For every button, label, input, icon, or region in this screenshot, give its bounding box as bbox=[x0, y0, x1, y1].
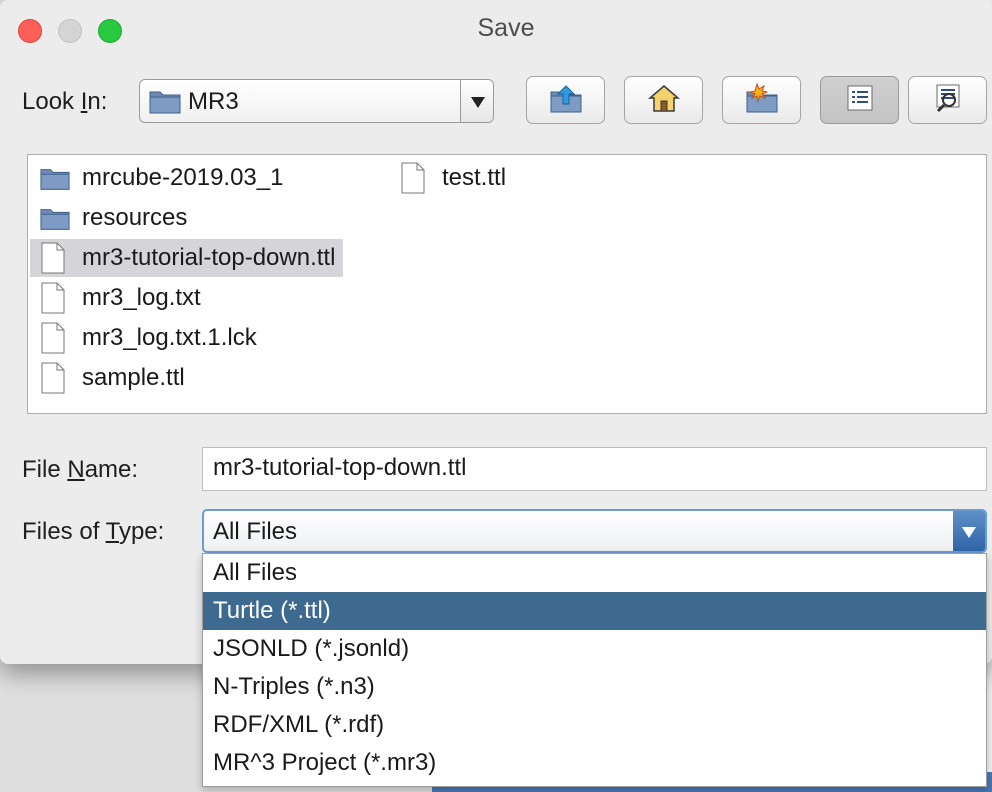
list-item[interactable]: mr3_log.txt bbox=[30, 279, 209, 317]
save-dialog: Save Look In: MR3 bbox=[0, 0, 992, 664]
folder-icon bbox=[40, 203, 70, 233]
new-folder-button[interactable] bbox=[722, 76, 801, 124]
details-view-button[interactable] bbox=[908, 76, 987, 124]
up-one-level-button[interactable] bbox=[526, 76, 605, 124]
files-of-type-dropdown-button[interactable] bbox=[953, 511, 985, 551]
file-type-option[interactable]: Turtle (*.ttl) bbox=[203, 592, 986, 630]
list-item[interactable]: test.ttl bbox=[390, 159, 514, 197]
home-button[interactable] bbox=[624, 76, 703, 124]
file-icon bbox=[40, 362, 70, 394]
files-of-type-combobox[interactable]: All Files bbox=[202, 509, 987, 553]
file-icon bbox=[40, 282, 70, 314]
look-in-combobox[interactable]: MR3 bbox=[139, 79, 494, 123]
details-icon bbox=[933, 83, 963, 118]
file-name: mr3_log.txt.1.lck bbox=[82, 324, 257, 351]
look-in-label: Look In: bbox=[22, 88, 108, 115]
zoom-window-button[interactable] bbox=[98, 19, 122, 43]
chevron-down-icon bbox=[471, 97, 485, 108]
folder-icon bbox=[40, 163, 70, 193]
files-of-type-value: All Files bbox=[213, 518, 298, 545]
list-view-button[interactable] bbox=[820, 76, 899, 124]
folder-icon bbox=[148, 87, 182, 120]
close-window-button[interactable] bbox=[18, 19, 42, 43]
files-of-type-label: Files of Type: bbox=[22, 518, 165, 545]
list-item[interactable]: resources bbox=[30, 199, 195, 237]
list-icon bbox=[846, 84, 874, 117]
file-icon bbox=[400, 162, 430, 194]
file-name-label: File Name: bbox=[22, 456, 139, 483]
list-item[interactable]: mrcube-2019.03_1 bbox=[30, 159, 291, 197]
look-in-value: MR3 bbox=[188, 88, 239, 115]
file-type-option[interactable]: N-Triples (*.n3) bbox=[213, 673, 375, 700]
file-name-input[interactable] bbox=[203, 448, 973, 488]
file-type-option[interactable]: JSONLD (*.jsonld) bbox=[213, 635, 410, 662]
files-of-type-popup: All Files Turtle (*.ttl) JSONLD (*.jsonl… bbox=[202, 553, 987, 787]
file-name-field[interactable] bbox=[202, 447, 987, 491]
file-list[interactable]: mrcube-2019.03_1 resources mr3-tutorial-… bbox=[27, 154, 987, 414]
minimize-window-button[interactable] bbox=[58, 19, 82, 43]
file-name: sample.ttl bbox=[82, 364, 185, 391]
file-name: mr3_log.txt bbox=[82, 284, 201, 311]
file-type-option[interactable]: MR^3 Project (*.mr3) bbox=[213, 749, 437, 776]
file-icon bbox=[40, 242, 70, 274]
new-folder-icon bbox=[745, 81, 779, 119]
file-name: test.ttl bbox=[442, 164, 507, 191]
chevron-down-icon bbox=[962, 527, 976, 538]
file-icon bbox=[40, 322, 70, 354]
file-name: mr3-tutorial-top-down.ttl bbox=[82, 244, 336, 271]
home-icon bbox=[647, 83, 680, 118]
list-item[interactable]: mr3-tutorial-top-down.ttl bbox=[30, 239, 344, 277]
title-bar: Save bbox=[0, 0, 992, 54]
dialog-title: Save bbox=[477, 14, 535, 42]
file-type-option[interactable]: RDF/XML (*.rdf) bbox=[213, 711, 385, 738]
file-name: mrcube-2019.03_1 bbox=[82, 164, 284, 191]
list-item[interactable]: mr3_log.txt.1.lck bbox=[30, 319, 265, 357]
list-item[interactable]: sample.ttl bbox=[30, 359, 193, 397]
file-name: resources bbox=[82, 204, 188, 231]
look-in-dropdown-button[interactable] bbox=[460, 80, 493, 122]
folder-up-icon bbox=[549, 82, 583, 119]
file-type-option[interactable]: All Files bbox=[213, 559, 298, 586]
